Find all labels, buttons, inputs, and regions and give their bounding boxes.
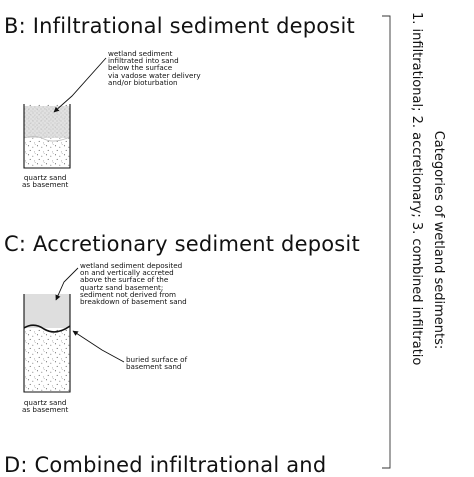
- panel-c-buried-surface-note: buried surface of basement sand: [126, 355, 188, 372]
- panel-b-sediment-note: wetland sediment infiltrated into sand b…: [108, 49, 201, 87]
- panel-b-title: B: Infiltrational sediment deposit: [4, 14, 355, 38]
- panel-c-sediment-note: wetland sediment deposited on and vertic…: [80, 261, 187, 307]
- panel-c-sediment-leader-line: [55, 267, 79, 301]
- caption-bracket: [382, 15, 391, 469]
- panel-b-basement-note: quartz sand as basement: [22, 173, 69, 190]
- panel-c-buried-surface-leader-line: [72, 330, 125, 363]
- panel-c-basement-note: quartz sand as basement: [22, 398, 69, 415]
- side-caption: Categories of wetland sediments: 1. infi…: [400, 12, 462, 468]
- panel-c-title: C: Accretionary sediment deposit: [4, 232, 360, 256]
- side-caption-title: Categories of wetland sediments:: [431, 130, 446, 350]
- panel-d-title: D: Combined infiltrational and: [4, 453, 327, 477]
- side-caption-categories: 1. infiltrational; 2. accretionary; 3. c…: [409, 12, 424, 366]
- panel-b-column: [23, 104, 71, 169]
- panel-c-column: [23, 294, 71, 393]
- panel-b-leader-line: [53, 57, 107, 113]
